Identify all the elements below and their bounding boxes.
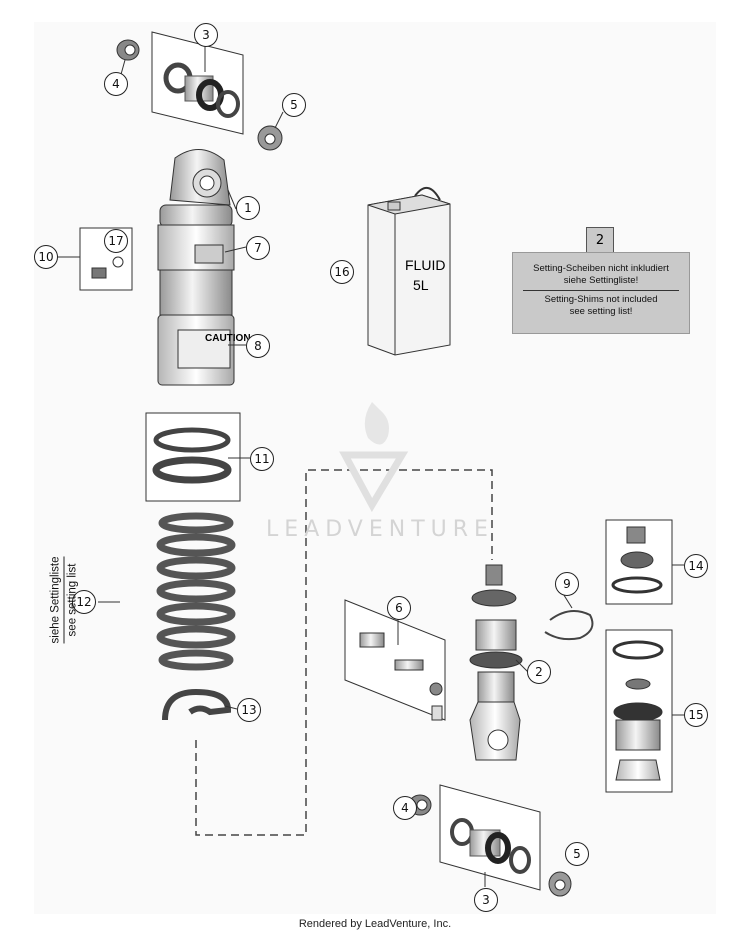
callout-10: 10 xyxy=(34,245,58,269)
spring-setting-note: siehe Settingliste see setting list xyxy=(49,556,80,644)
callout-13: 13 xyxy=(237,698,261,722)
callout-12: 12 xyxy=(72,590,96,614)
callout-14: 14 xyxy=(684,554,708,578)
callout-15: 15 xyxy=(684,703,708,727)
assembly-dashed-line xyxy=(195,469,493,836)
washer-5-top xyxy=(257,125,283,151)
adjusting-nut-box xyxy=(145,412,241,502)
callout-4-top: 4 xyxy=(104,72,128,96)
callout-1: 1 xyxy=(236,196,260,220)
fluid-can-label-1: FLUID xyxy=(405,257,445,273)
caution-label: CAUTION xyxy=(205,333,251,344)
fluid-can xyxy=(367,187,451,356)
callout-3-top: 3 xyxy=(194,23,218,47)
washer-5-bottom xyxy=(548,871,572,897)
note-line-1: Setting-Scheiben nicht inkludiert xyxy=(533,263,669,274)
note-divider xyxy=(523,290,679,291)
callout-5-top: 5 xyxy=(282,93,306,117)
watermark-logo-icon xyxy=(339,402,409,513)
callout-7: 7 xyxy=(246,236,270,260)
bushing-set-bottom xyxy=(439,784,541,891)
spring-note-line-1: siehe Settingliste xyxy=(49,556,62,644)
bushing-set-top xyxy=(151,31,244,135)
compression-adjuster-box xyxy=(605,519,673,605)
footer-credit: Rendered by LeadVenture, Inc. xyxy=(298,918,452,930)
fluid-can-label-2: 5L xyxy=(413,277,429,293)
spring xyxy=(156,512,236,671)
leader-lines xyxy=(119,44,684,887)
callout-17: 17 xyxy=(104,229,128,253)
spring-note-line-2: see setting list xyxy=(66,563,79,637)
note-line-3: Setting-Shims not included xyxy=(544,294,658,305)
callout-2-assembly: 2 xyxy=(527,660,551,684)
setting-shims-note: Setting-Scheiben nicht inkludiert siehe … xyxy=(512,252,690,334)
seal-ring-4-top xyxy=(116,39,140,61)
snap-ring xyxy=(544,610,594,641)
note-line-2: siehe Settingliste! xyxy=(563,275,639,286)
watermark-text: LEADVENTURE xyxy=(266,517,494,542)
callout-4-bottom: 4 xyxy=(393,796,417,820)
note-line-4: see setting list! xyxy=(569,306,633,317)
callout-3-bottom: 3 xyxy=(474,888,498,912)
callout-11: 11 xyxy=(250,447,274,471)
valve-part-box xyxy=(344,599,446,721)
callout-6: 6 xyxy=(387,596,411,620)
callout-16: 16 xyxy=(330,260,354,284)
spring-note-divider xyxy=(63,556,65,644)
shock-absorber-body xyxy=(157,149,235,386)
spring-retainer xyxy=(162,688,232,721)
callout-5-bottom: 5 xyxy=(565,842,589,866)
note-number: 2 xyxy=(586,227,614,253)
callout-8: 8 xyxy=(246,334,270,358)
callout-9: 9 xyxy=(555,572,579,596)
seal-head-box xyxy=(605,629,673,793)
damper-piston-assembly xyxy=(469,564,523,761)
